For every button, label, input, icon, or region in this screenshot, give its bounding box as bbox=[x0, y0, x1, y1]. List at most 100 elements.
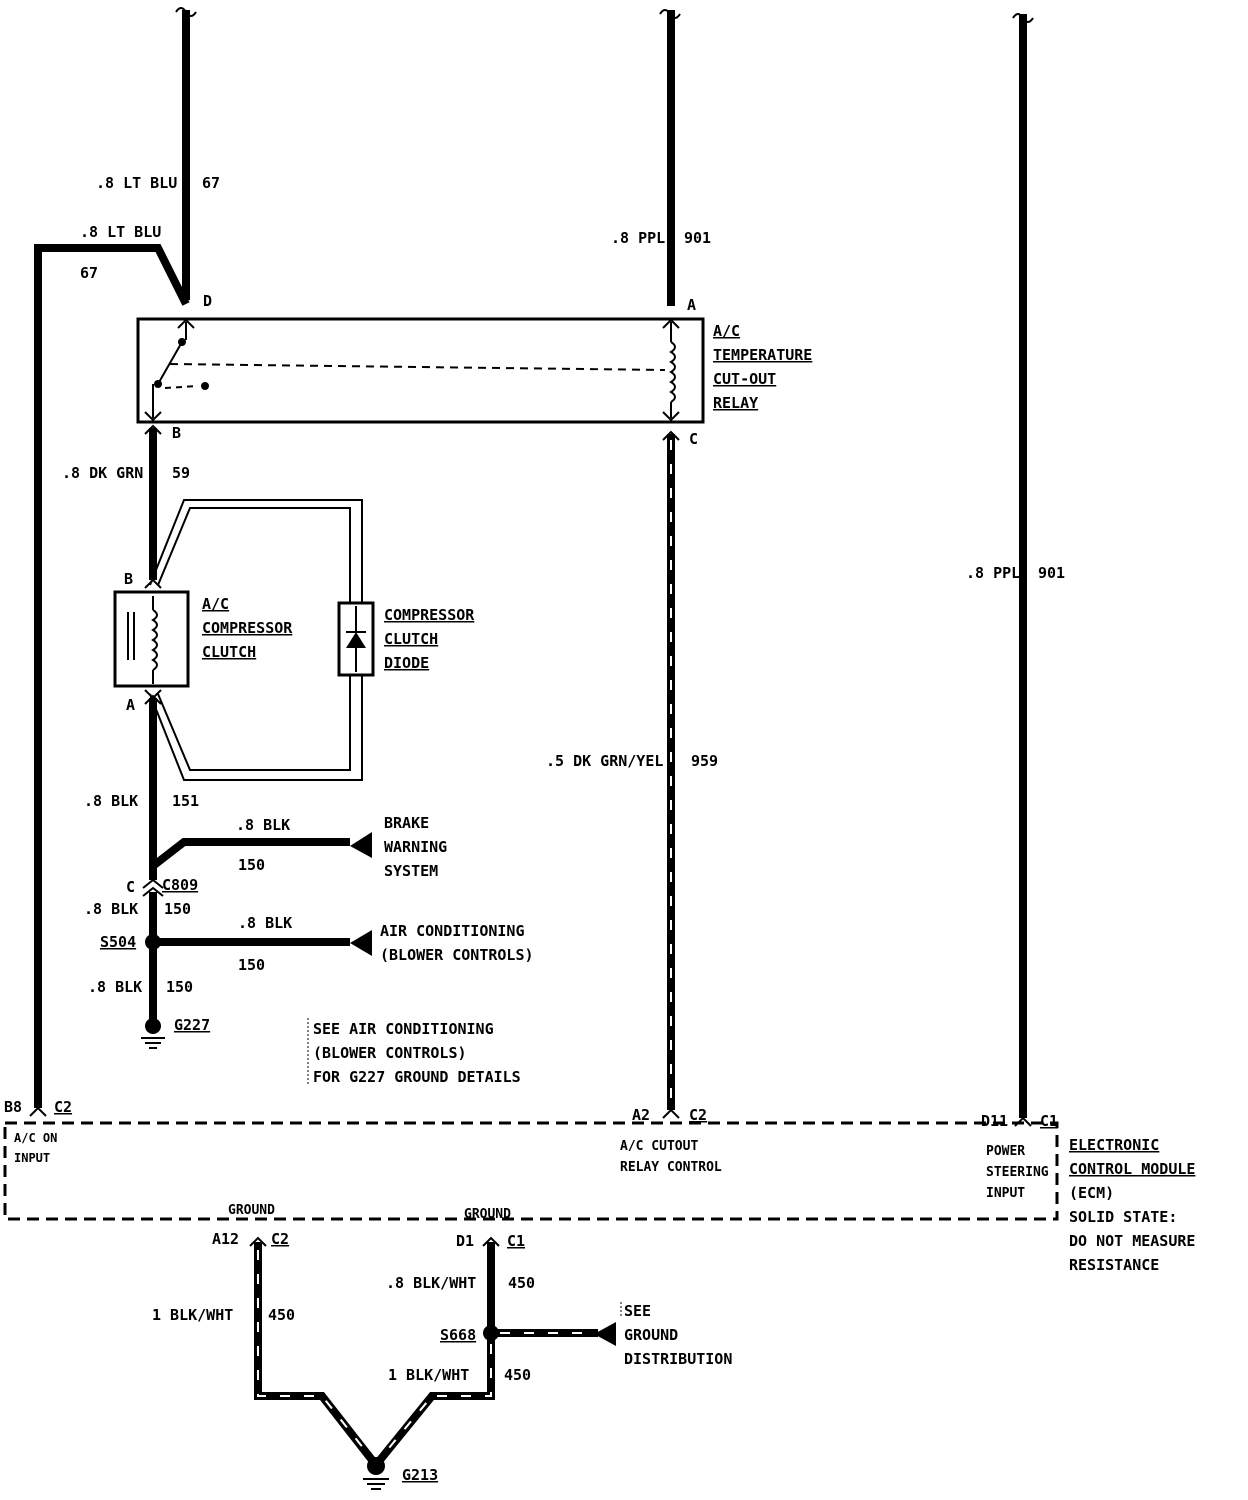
wire-901-right-gauge: .8 PPL bbox=[966, 564, 1020, 582]
brake-arrow bbox=[350, 832, 372, 858]
relay-switch-arm bbox=[157, 341, 183, 385]
wire-450-left bbox=[254, 1242, 376, 1463]
ecm-pin-b8 bbox=[29, 1106, 47, 1117]
relay-label-4: RELAY bbox=[713, 394, 758, 412]
relay-contact-top bbox=[178, 338, 186, 346]
relay-pin-b bbox=[144, 411, 162, 422]
relay-contact-nc bbox=[201, 382, 209, 390]
splice-s504-label: S504 bbox=[100, 933, 136, 951]
air-cond-arrow bbox=[350, 930, 372, 956]
wire-67-side-gauge: .8 LT BLU bbox=[80, 223, 161, 241]
ecm-input-ac-cutout-1: A/C CUTOUT bbox=[620, 1139, 698, 1154]
wire-450-left-gauge: 1 BLK/WHT bbox=[152, 1306, 233, 1324]
relay-pin-a bbox=[662, 318, 680, 329]
ecm-ground-right-label: GROUND bbox=[464, 1207, 511, 1222]
connector-c809-label: C809 bbox=[162, 876, 198, 894]
wire-150-brake bbox=[150, 838, 350, 870]
ecm-pin-a12-conn: C2 bbox=[271, 1230, 289, 1248]
ecm-box bbox=[3, 1121, 1059, 1221]
ecm-pin-a12 bbox=[249, 1236, 267, 1247]
wire-151-circuit: 151 bbox=[172, 792, 199, 810]
ground-g213-dot bbox=[367, 1457, 385, 1475]
wire-150-brake-gauge: .8 BLK bbox=[236, 816, 290, 834]
ground-g227-label: G227 bbox=[174, 1016, 210, 1034]
diode-wire-upper-outer bbox=[149, 499, 363, 602]
relay-pin-c bbox=[662, 411, 680, 422]
ecm-label-3: (ECM) bbox=[1069, 1184, 1114, 1202]
ground-dist-2: GROUND bbox=[624, 1326, 678, 1344]
wire-67-side bbox=[34, 244, 190, 1108]
relay-link-dashed-bottom bbox=[164, 385, 199, 389]
ecm-label-1: ELECTRONIC bbox=[1069, 1136, 1159, 1154]
relay-pin-d bbox=[177, 318, 195, 329]
ecm-pin-d1 bbox=[482, 1236, 500, 1247]
brake-dest-1: BRAKE bbox=[384, 814, 429, 832]
wire-959-circuit: 959 bbox=[691, 752, 718, 770]
ground-dist-1: SEE bbox=[624, 1302, 651, 1320]
wire-450-d1-gauge: .8 BLK/WHT bbox=[386, 1274, 476, 1292]
wire-59-circuit: 59 bbox=[172, 464, 190, 482]
relay-label-2: TEMPERATURE bbox=[713, 346, 812, 364]
ecm-input-ps-3: INPUT bbox=[986, 1186, 1025, 1201]
relay-pin-d-label: D bbox=[203, 292, 212, 310]
ecm-pin-a2 bbox=[662, 1108, 680, 1119]
ecm-label-2: CONTROL MODULE bbox=[1069, 1160, 1195, 1178]
ground-g227-dot bbox=[145, 1018, 161, 1034]
ecm-input-ps-2: STEERING bbox=[986, 1165, 1049, 1180]
wire-901-top-circuit: 901 bbox=[684, 229, 711, 247]
wire-150-ac-gauge: .8 BLK bbox=[238, 914, 292, 932]
relay-pin-b-fork bbox=[144, 424, 162, 435]
ecm-pin-b8-conn: C2 bbox=[54, 1098, 72, 1116]
relay-pin-b-label: B bbox=[172, 424, 181, 442]
air-cond-dest-2: (BLOWER CONTROLS) bbox=[380, 946, 534, 964]
wire-67-top-circuit: 67 bbox=[202, 174, 220, 192]
g227-note-3: FOR G227 GROUND DETAILS bbox=[313, 1068, 521, 1086]
diode-wire-upper-inner bbox=[157, 507, 351, 602]
wire-150-ac-circuit: 150 bbox=[238, 956, 265, 974]
connector-c-label: C bbox=[126, 878, 135, 896]
ecm-label-4: SOLID STATE: bbox=[1069, 1208, 1177, 1226]
relay-label-1: A/C bbox=[713, 322, 740, 340]
ecm-pin-a2-conn: C2 bbox=[689, 1106, 707, 1124]
ecm-pin-b8-label: B8 bbox=[4, 1098, 22, 1116]
wire-450-s668-gauge: 1 BLK/WHT bbox=[388, 1366, 469, 1384]
ecm-pin-d1-label: D1 bbox=[456, 1232, 474, 1250]
brake-dest-2: WARNING bbox=[384, 838, 447, 856]
wire-450-s668-stripe bbox=[383, 1344, 492, 1455]
wire-151-gauge: .8 BLK bbox=[84, 792, 138, 810]
wire-901-right-circuit: 901 bbox=[1038, 564, 1065, 582]
wire-450-left-stripe bbox=[257, 1250, 369, 1455]
wire-59-gauge: .8 DK GRN bbox=[62, 464, 143, 482]
wire-450-s668 bbox=[376, 1333, 495, 1463]
diode-label-3: DIODE bbox=[384, 654, 429, 672]
ecm-pin-a2-label: A2 bbox=[632, 1106, 650, 1124]
diode-triangle bbox=[346, 632, 366, 648]
ground-dist-3: DISTRIBUTION bbox=[624, 1350, 732, 1368]
wire-150-brake-circuit: 150 bbox=[238, 856, 265, 874]
wire-150-c-gauge: .8 BLK bbox=[84, 900, 138, 918]
ecm-input-ac-on-1: A/C ON bbox=[14, 1131, 57, 1145]
ecm-pin-d1-conn: C1 bbox=[507, 1232, 525, 1250]
g227-note-1: SEE AIR CONDITIONING bbox=[313, 1020, 494, 1038]
wire-150-g-circuit: 150 bbox=[166, 978, 193, 996]
connector-c809-bottom bbox=[142, 886, 164, 897]
diode-wire-lower-outer bbox=[149, 676, 363, 781]
relay-pin-a-label: A bbox=[687, 296, 696, 314]
wire-150-g-gauge: .8 BLK bbox=[88, 978, 142, 996]
ecm-pin-d11 bbox=[1014, 1116, 1032, 1127]
wire-450-s668-circuit: 450 bbox=[504, 1366, 531, 1384]
relay-contact-pivot bbox=[154, 380, 162, 388]
clutch-coil bbox=[151, 609, 158, 671]
ecm-pin-d11-conn: C1 bbox=[1040, 1112, 1058, 1130]
relay-box bbox=[136, 317, 705, 424]
ecm-input-ps-1: POWER bbox=[986, 1144, 1025, 1159]
wire-450-left-circuit: 450 bbox=[268, 1306, 295, 1324]
diode-label-2: CLUTCH bbox=[384, 630, 438, 648]
ecm-pin-a12-label: A12 bbox=[212, 1230, 239, 1248]
wire-150-c-circuit: 150 bbox=[164, 900, 191, 918]
connector-c809-top bbox=[142, 878, 164, 889]
ecm-ground-left-label: GROUND bbox=[228, 1203, 275, 1218]
air-cond-dest-1: AIR CONDITIONING bbox=[380, 922, 525, 940]
relay-link-dashed-top bbox=[169, 363, 666, 371]
